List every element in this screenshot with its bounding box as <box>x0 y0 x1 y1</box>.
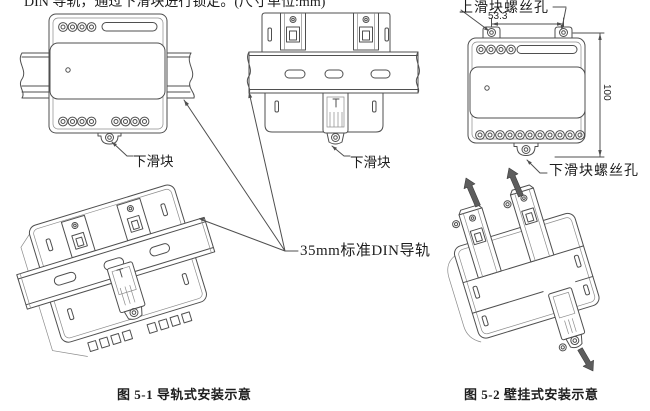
rail-slot <box>149 243 170 257</box>
leader-lines <box>111 6 567 252</box>
extended-upper-clip <box>451 204 502 279</box>
extended-lower-slider <box>548 287 586 353</box>
arrow-up-icon <box>506 167 524 198</box>
label-upper-slider-screw-holes: 上滑块螺丝孔 <box>459 1 549 16</box>
rail-slot <box>324 69 344 79</box>
upper-screw-hole <box>559 28 568 37</box>
label-din-rail: 35mm标准DIN导轨 <box>300 243 431 259</box>
wallmount-front-view-drawing <box>467 26 586 156</box>
terminal-edge <box>87 311 193 352</box>
arrow-down-icon <box>577 347 594 372</box>
front-view-on-rail-drawing <box>19 13 195 145</box>
figure-5-1-caption: 图 5-1 导轨式安装示意 <box>117 387 252 402</box>
direction-arrows <box>463 167 594 372</box>
bottom-slider-tab <box>97 132 122 145</box>
upper-slider-screw <box>451 219 461 230</box>
arrow-up-icon <box>463 177 481 208</box>
bottom-slider-tab <box>513 142 539 156</box>
upper-slider-screw <box>502 199 513 210</box>
rail-slot <box>284 69 306 79</box>
rear-view-on-rail-drawing <box>246 12 420 145</box>
tilted-rear-view-drawing <box>447 184 600 353</box>
led-indicator <box>484 85 490 91</box>
rail-slot <box>53 271 77 286</box>
label-rear-lower-slider: 下滑块 <box>350 155 391 170</box>
rail-slot <box>370 69 391 79</box>
led-indicator <box>65 67 71 73</box>
upper-screw-hole <box>487 28 496 37</box>
upper-clip <box>353 12 379 51</box>
dimension-100 <box>554 32 605 158</box>
label-lower-slider-screw-hole: 下滑块螺丝孔 <box>549 164 639 179</box>
isometric-rail-view-drawing <box>16 184 216 357</box>
page-note: DIN 导轨，通过下滑块进行锁定。(尺寸单位:mm) <box>24 0 326 10</box>
lower-slider-mechanism <box>107 261 146 320</box>
label-front-lower-slider: 下滑块 <box>133 154 174 169</box>
figure-5-2-caption: 图 5-2 壁挂式安装示意 <box>464 387 599 402</box>
upper-clip <box>280 12 306 51</box>
lower-slider-mechanism <box>322 92 349 145</box>
dimension-100-text: 100 <box>601 84 612 101</box>
dimension-53-3-text: 53.3 <box>488 11 508 22</box>
